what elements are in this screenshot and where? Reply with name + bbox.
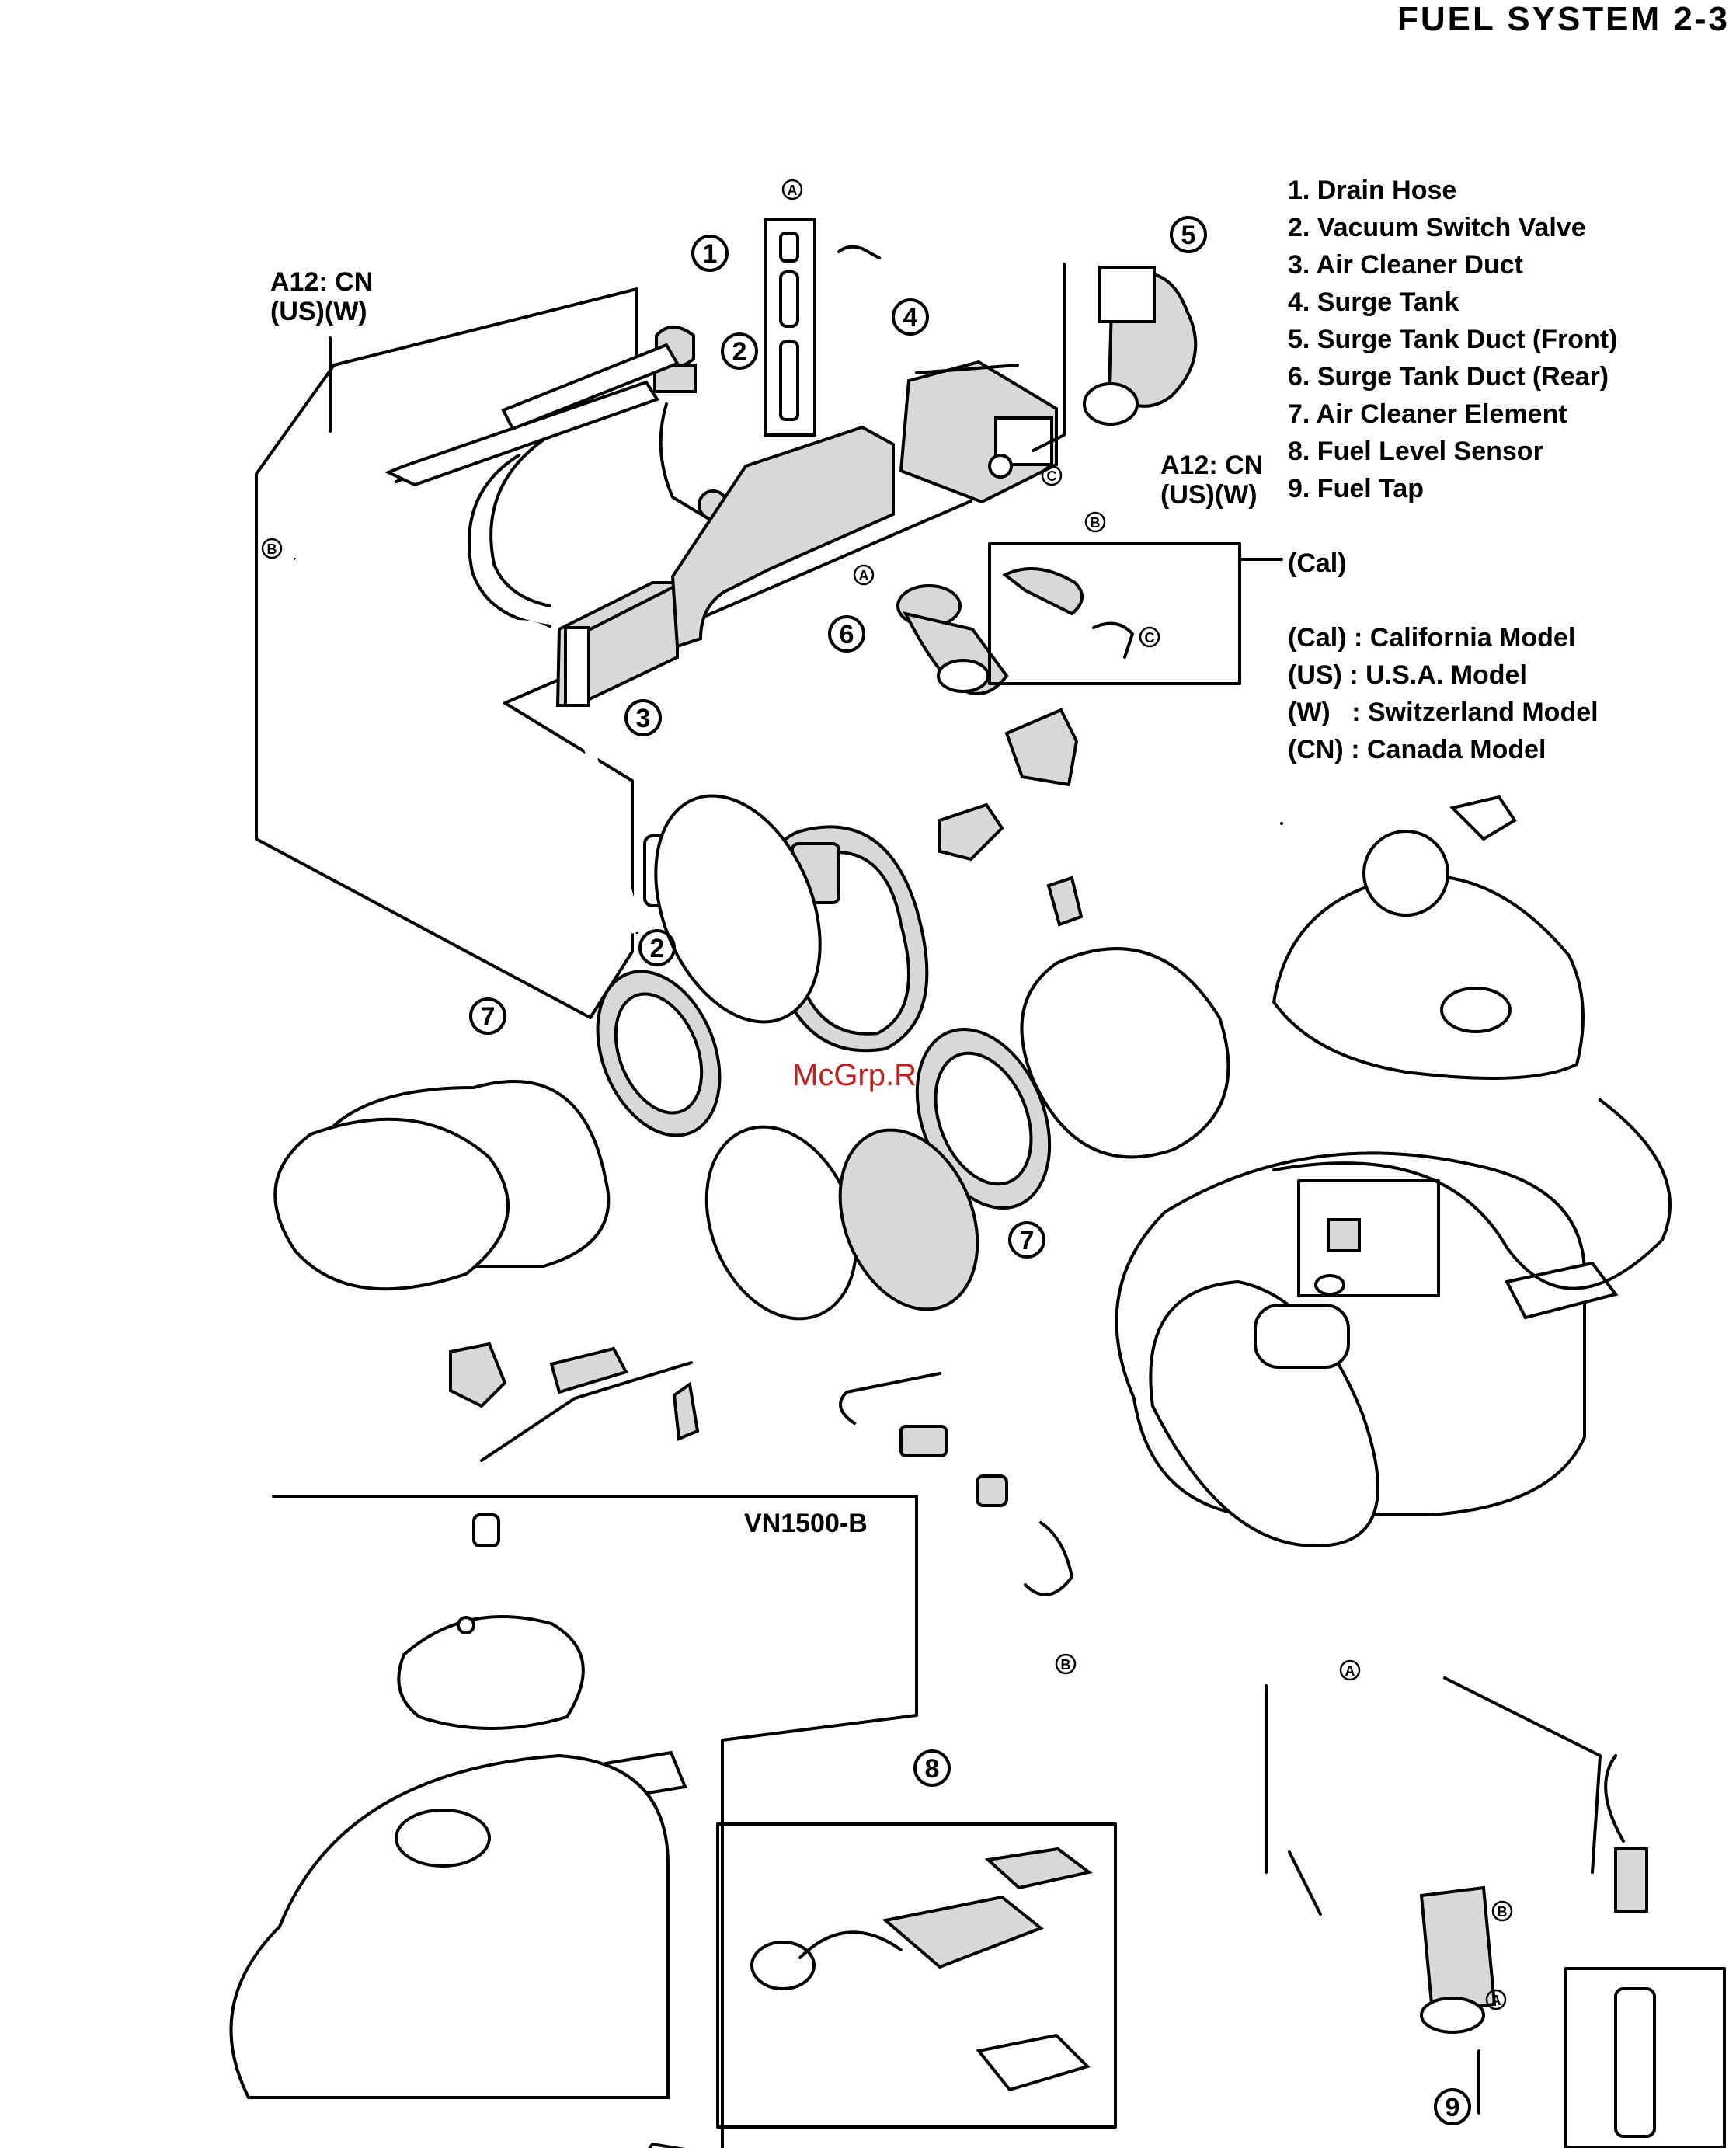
svg-text:B: B	[1498, 1904, 1508, 1920]
model-row: (US) : U.S.A. Model	[1288, 662, 1527, 688]
model-code: (Cal)	[1288, 623, 1347, 653]
drain-hose-assembly	[764, 218, 881, 437]
model-row: (W) : Switzerland Model	[1288, 699, 1599, 726]
surge-tank-duct-rear	[896, 584, 1009, 695]
svg-text:5: 5	[1181, 221, 1196, 250]
model-name: U.S.A. Model	[1365, 660, 1527, 690]
mark-a-mid: A	[853, 564, 875, 586]
a12-right-line2: (US)(W)	[1160, 480, 1258, 510]
legend-item: 7. Air Cleaner Element	[1288, 399, 1567, 429]
mark-a-tap: A	[1485, 1989, 1507, 2010]
model-code: (US)	[1288, 660, 1342, 690]
mark-b-hose: B	[1055, 1653, 1077, 1675]
page-header: FUEL SYSTEM 2-3	[1397, 0, 1730, 38]
callout-1: 1	[691, 235, 729, 272]
vn1500b-parts	[229, 1513, 687, 2148]
vn1500b-section	[272, 822, 1283, 2148]
mount-brackets-upper	[938, 708, 1084, 927]
svg-text:4: 4	[903, 303, 918, 332]
callout-8: 8	[913, 1749, 951, 1787]
legend-item: 2. Vacuum Switch Valve	[1288, 213, 1586, 242]
callout-9: 9	[1434, 2088, 1471, 2125]
callout-2-lower: 2	[638, 929, 676, 966]
fuel-tank	[1115, 1151, 1619, 1548]
vacuum-switch-valve-upper	[384, 326, 729, 628]
callout-6: 6	[828, 615, 865, 653]
letter-marks: A B C A B C A B B A	[261, 179, 1513, 2010]
a12-right-line1: A12: CN	[1160, 451, 1264, 480]
air-cleaner-element-left	[273, 970, 722, 1291]
svg-text:B: B	[267, 541, 277, 557]
legend-item: 4. Surge Tank	[1288, 287, 1459, 317]
svg-text:A: A	[1491, 1993, 1501, 2008]
tank-trim-strip	[1272, 1098, 1672, 1297]
svg-text:6: 6	[840, 620, 854, 649]
svg-text:8: 8	[925, 1754, 940, 1784]
air-cleaner-element-right	[838, 947, 1230, 1311]
gaskets	[654, 794, 858, 1321]
cal-model-box	[988, 542, 1283, 685]
mark-a-tank: A	[1339, 1659, 1361, 1681]
svg-text:7: 7	[481, 1002, 496, 1032]
model-row: (CN) : Canada Model	[1288, 736, 1546, 763]
fuel-tap-assembly	[1265, 1676, 1726, 2148]
legend-item: 8. Fuel Level Sensor	[1288, 437, 1543, 466]
legend-item: 9. Fuel Tap	[1288, 474, 1425, 503]
callout-2-upper: 2	[721, 332, 758, 370]
svg-text:A: A	[788, 183, 798, 198]
legend-item: 6. Surge Tank Duct (Rear)	[1288, 362, 1609, 392]
mount-brackets-lower	[449, 1342, 700, 1462]
a12-left-line2: (US)(W)	[270, 297, 367, 326]
variant-label: VN1500-B	[744, 1509, 868, 1538]
mark-b-tap: B	[1491, 1900, 1513, 1922]
callout-7-right: 7	[1008, 1221, 1045, 1259]
svg-text:A: A	[859, 568, 869, 583]
watermark: McGrp.Ru	[792, 1058, 934, 1092]
callout-3: 3	[624, 699, 662, 736]
tank-top-cover	[1272, 795, 1585, 1080]
model-code: (CN)	[1288, 735, 1344, 764]
cal-box-label: (Cal)	[1288, 548, 1347, 578]
model-sep: :	[1352, 698, 1361, 727]
mark-b-upper: B	[1084, 511, 1106, 533]
air-cleaner-duct	[555, 581, 679, 707]
svg-text:2: 2	[650, 934, 665, 963]
model-sep: :	[1351, 735, 1360, 764]
a12-left-line1: A12: CN	[270, 267, 374, 297]
mark-c-upper: C	[1041, 465, 1063, 486]
model-sep: :	[1349, 660, 1359, 690]
mark-b-left: B	[261, 538, 283, 559]
svg-text:C: C	[1145, 630, 1155, 646]
svg-text:2: 2	[732, 337, 747, 367]
mark-a-top: A	[781, 179, 803, 200]
mark-c-cal: C	[1139, 626, 1160, 648]
callout-5: 5	[1170, 216, 1207, 253]
model-sep: :	[1354, 623, 1363, 653]
model-name: Canada Model	[1367, 735, 1546, 764]
callout-marks: 1 2 2 3 4 5 6 7 7 8 9	[469, 216, 1471, 2125]
legend-item: 1. Drain Hose	[1288, 176, 1457, 205]
surge-tank-duct-front	[1032, 263, 1198, 452]
svg-text:C: C	[1047, 468, 1057, 484]
svg-text:9: 9	[1446, 2093, 1460, 2122]
model-name: California Model	[1369, 623, 1576, 653]
fuel-level-sensor-box	[716, 1822, 1117, 2129]
surge-tank	[670, 360, 1058, 649]
svg-text:1: 1	[703, 239, 718, 269]
svg-text:7: 7	[1020, 1226, 1035, 1255]
svg-text:B: B	[1061, 1657, 1071, 1673]
model-name: Switzerland Model	[1367, 698, 1599, 727]
svg-text:A: A	[1345, 1663, 1355, 1679]
model-row: (Cal) : California Model	[1288, 625, 1575, 651]
callout-7-left: 7	[469, 997, 506, 1035]
legend-item: 3. Air Cleaner Duct	[1288, 250, 1523, 280]
svg-text:3: 3	[636, 704, 651, 733]
fuel-line-assembly	[839, 1372, 1073, 1596]
svg-text:B: B	[1091, 515, 1101, 531]
legend-item: 5. Surge Tank Duct (Front)	[1288, 325, 1618, 354]
model-code: (W)	[1288, 698, 1331, 727]
callout-4: 4	[892, 298, 929, 336]
